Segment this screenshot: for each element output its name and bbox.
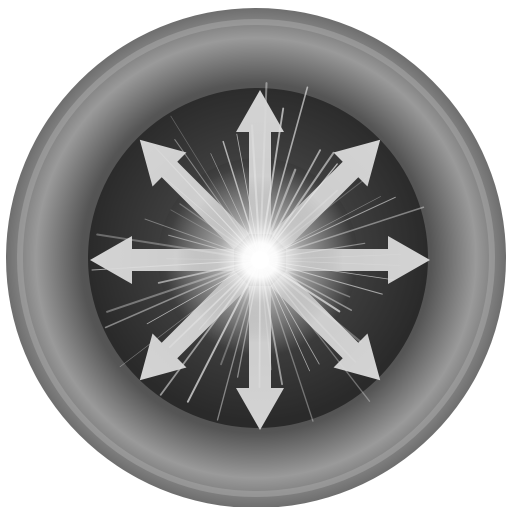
- center-point: [251, 251, 269, 269]
